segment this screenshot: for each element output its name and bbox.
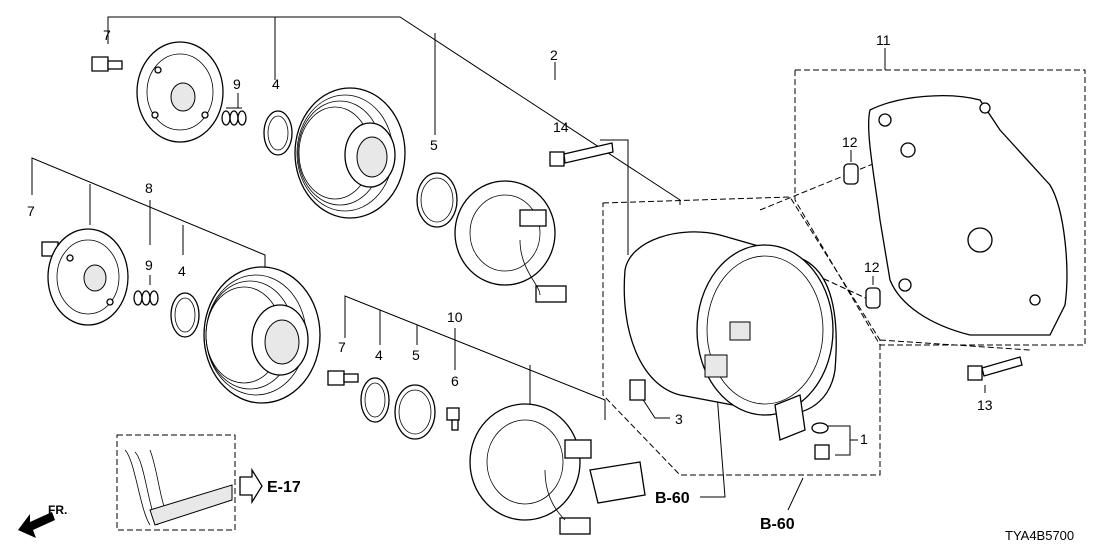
bolt-6	[446, 407, 460, 431]
callout-5-top: 5	[430, 137, 438, 153]
callout-11: 11	[876, 32, 891, 48]
callout-7-top: 7	[103, 27, 111, 43]
field-coil-top	[454, 180, 567, 303]
clutch-hub-top	[136, 41, 224, 143]
callout-9-left: 9	[145, 257, 153, 273]
callout-6: 6	[451, 373, 459, 389]
diagram-code: TYA4B5700	[1005, 528, 1074, 543]
reference-e17[interactable]: E-17	[267, 479, 301, 496]
belt-inset	[124, 449, 233, 526]
callout-4-left: 4	[178, 263, 186, 279]
bracket-11	[867, 95, 1068, 336]
shims-9-top	[221, 107, 247, 126]
leader-lines	[31, 16, 986, 511]
dowel-pin-12-top	[843, 163, 859, 185]
o-ring-fitting-1	[811, 422, 830, 460]
reference-b60-left[interactable]: B-60	[655, 490, 690, 507]
shims-9-left	[133, 290, 159, 306]
callout-14: 14	[553, 119, 569, 135]
snap-ring-4-top	[263, 110, 293, 156]
bolt-7-top	[91, 56, 123, 72]
clutch-hub-left	[47, 228, 129, 326]
reference-b60-right[interactable]: B-60	[760, 516, 795, 533]
pulley-left	[203, 266, 321, 404]
snap-ring-5-top	[416, 172, 458, 228]
bolt-7-bottom	[327, 370, 359, 386]
arrow-right-icon	[239, 467, 263, 505]
callout-10: 10	[447, 309, 463, 325]
callout-3: 3	[675, 411, 683, 427]
callout-4-top: 4	[272, 76, 280, 92]
pulley-top	[294, 87, 406, 219]
callout-13: 13	[977, 397, 993, 413]
snap-ring-5-bottom	[394, 384, 436, 440]
callout-8: 8	[145, 180, 153, 196]
callout-4-bottom: 4	[375, 347, 383, 363]
callout-12-bottom: 12	[864, 259, 880, 275]
snap-ring-4-left	[170, 292, 200, 338]
field-coil-bottom	[469, 403, 646, 535]
front-direction-arrow-icon	[18, 512, 55, 538]
callout-2: 2	[550, 47, 558, 63]
bolt-13	[967, 356, 1023, 381]
bolt-14	[549, 142, 614, 167]
compressor-body	[623, 231, 837, 441]
callout-7-bottom: 7	[338, 339, 346, 355]
callout-1: 1	[860, 431, 868, 447]
front-direction-label: FR.	[48, 503, 67, 517]
callout-7-left: 7	[27, 203, 35, 219]
callout-12-top: 12	[842, 134, 858, 150]
callout-9-top: 9	[233, 76, 241, 92]
snap-ring-4-bottom	[360, 377, 390, 423]
dowel-pin-12-bottom	[865, 287, 881, 309]
callout-5-bottom: 5	[412, 347, 420, 363]
